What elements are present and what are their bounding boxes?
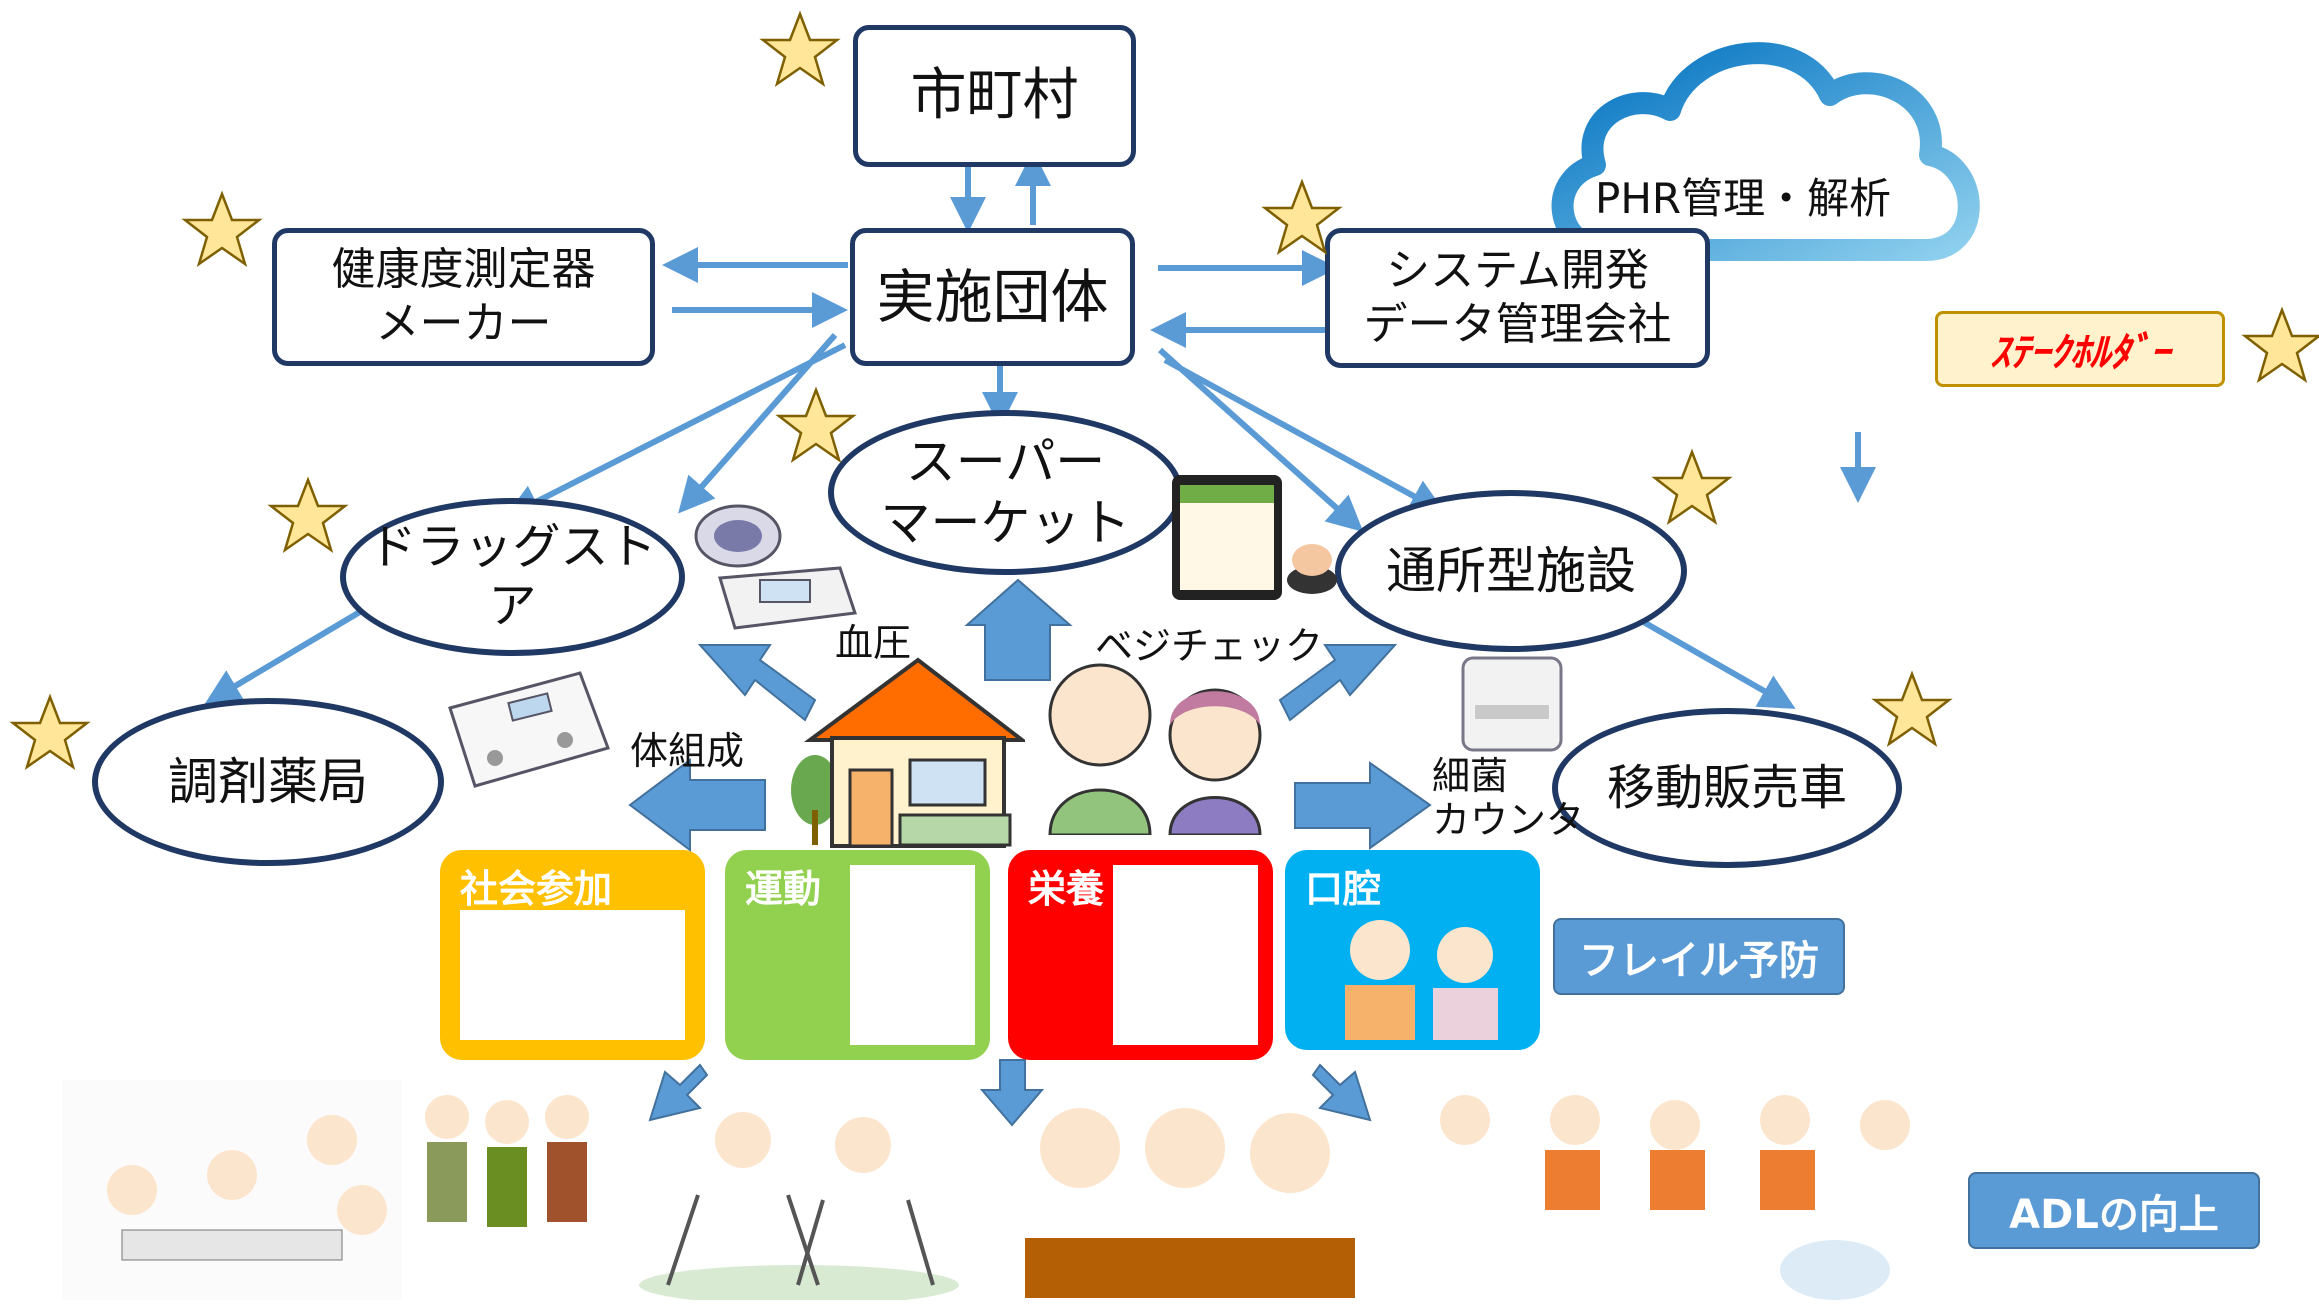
house-icon [791, 657, 1025, 848]
block-arrow-downleft [648, 1063, 709, 1122]
implementing-org-box[interactable]: 実施団体 [850, 228, 1135, 366]
drugstore-label: ドラッグストア [368, 519, 657, 634]
adl-discussion-illustration [62, 1080, 402, 1300]
group-discussion-icon [107, 1115, 387, 1261]
block-arrow-up [964, 578, 1073, 681]
nordic-walking-icon [639, 1112, 959, 1305]
drugstore-oval[interactable]: ドラッグストア [340, 498, 685, 656]
community-cleanup-icon [1440, 1095, 1910, 1300]
oral-illustration [1345, 920, 1498, 1040]
supermarket-line1: スーパー [905, 432, 1106, 491]
arrow-org-to-facility [1157, 347, 1364, 533]
block-arrow-upright [1278, 644, 1398, 722]
adl-improvement-badge: ADLの向上 [1968, 1172, 2260, 1249]
stakeholder-label: ｽﾃｰｸﾎﾙﾀﾞｰ [1990, 330, 2170, 376]
frailty-nutrition-label: 栄養 [1028, 867, 1105, 911]
frailty-card-exercise[interactable]: 運動 [725, 850, 990, 1060]
bacteria-counter-line2: カウンタ [1432, 797, 1585, 842]
body-composition-scale-icon [448, 671, 610, 788]
adl-walking-illustration [638, 1095, 960, 1305]
exercise-illustration [850, 865, 975, 1045]
elderly-couple-icon [1048, 663, 1262, 835]
day-facility-oval[interactable]: 通所型施設 [1335, 490, 1687, 652]
arrow-facility-to-mobile [1638, 617, 1796, 709]
vegecheck-device-icon [1172, 475, 1337, 600]
bacteria-counter-line1: 細菌 [1432, 754, 1509, 798]
frailty-card-nutrition[interactable]: 栄養 [1008, 850, 1273, 1060]
bacteria-counter-icon [1461, 656, 1563, 752]
frailty-card-social[interactable]: 社会参加 [440, 850, 705, 1060]
pharmacy-oval[interactable]: 調剤薬局 [92, 698, 444, 866]
municipality-label: 市町村 [910, 62, 1079, 128]
blood-pressure-label: 血圧 [835, 621, 912, 665]
adl-hiking-illustration [402, 1082, 612, 1300]
line-org-to-drugstore-2 [503, 342, 847, 519]
hikers-icon [425, 1095, 589, 1227]
frailty-prevention-badge: フレイル予防 [1553, 918, 1845, 995]
nutrition-illustration [1113, 865, 1258, 1045]
bacteria-counter-label: 細菌 カウンタ [1432, 754, 1585, 842]
block-arrow-upleft [697, 644, 817, 722]
line-org-to-facility-2 [1163, 357, 1446, 514]
adl-improvement-label: ADLの向上 [2009, 1191, 2219, 1238]
supermarket-line2: マーケット [880, 493, 1131, 552]
adl-cleanup-illustration [1405, 1075, 1965, 1304]
mobile-sales-label: 移動販売車 [1606, 759, 1847, 816]
municipality-box[interactable]: 市町村 [853, 25, 1136, 167]
social-illustration [460, 910, 685, 1040]
meter-maker-box[interactable]: 健康度測定器 メーカー [272, 228, 655, 366]
pharmacy-label: 調剤薬局 [168, 752, 368, 811]
system-dev-line1: システム開発 [1386, 245, 1649, 297]
mobile-sales-oval[interactable]: 移動販売車 [1552, 708, 1902, 868]
frailty-prevention-label: フレイル予防 [1579, 937, 1819, 984]
vegecheck-label: ベジチェック [1095, 624, 1324, 668]
system-dev-line2: データ管理会社 [1363, 299, 1672, 350]
implementing-org-label: 実施団体 [876, 262, 1109, 331]
system-dev-box[interactable]: システム開発 データ管理会社 [1325, 228, 1710, 368]
day-facility-label: 通所型施設 [1386, 541, 1636, 600]
block-arrow-down [979, 1059, 1045, 1127]
cloud-label: PHR管理・解析 [1595, 174, 1892, 223]
block-arrow-downright [1311, 1063, 1372, 1122]
frailty-oral-label: 口腔 [1305, 867, 1382, 911]
frailty-card-oral[interactable]: 口腔 [1285, 850, 1540, 1050]
body-composition-label: 体組成 [630, 729, 745, 773]
meter-maker-line2: メーカー [375, 298, 552, 349]
stakeholder-tag: ｽﾃｰｸﾎﾙﾀﾞｰ [1935, 311, 2225, 387]
adl-meal-illustration [1005, 1088, 1370, 1300]
frailty-exercise-label: 運動 [745, 867, 822, 911]
shared-meal-icon [1025, 1108, 1355, 1298]
supermarket-oval[interactable]: スーパー マーケット [828, 410, 1183, 575]
meter-maker-line1: 健康度測定器 [331, 244, 596, 296]
blood-pressure-monitor-icon [694, 504, 858, 630]
cloud-icon [1551, 42, 1980, 261]
block-arrow-right [1294, 761, 1432, 850]
frailty-social-label: 社会参加 [460, 867, 613, 911]
block-arrow-left [628, 758, 766, 852]
arrow-drugstore-to-pharmacy [204, 597, 382, 705]
